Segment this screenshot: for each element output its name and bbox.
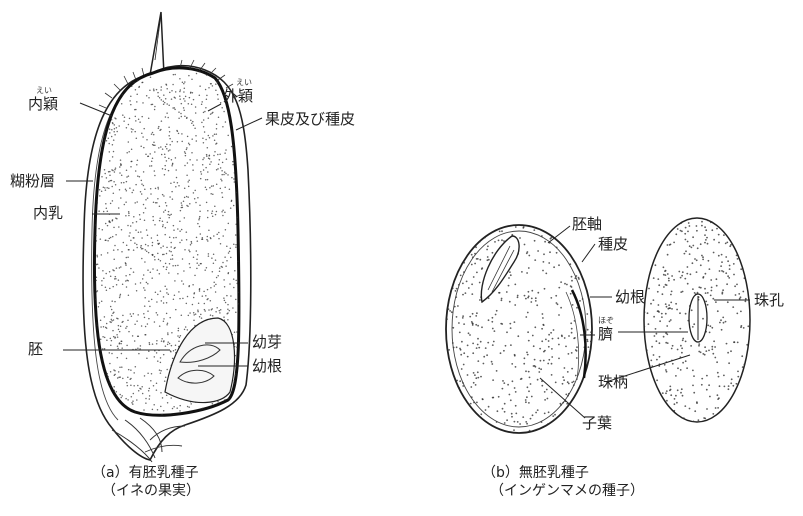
label-inner-glume: 内穎 — [28, 96, 58, 112]
label-plumule: 幼芽 — [252, 334, 282, 350]
caption-a: （a）有胚乳種子 （イネの果実） — [92, 464, 200, 500]
ruby-naiei: えい — [36, 87, 52, 95]
caption-a-line2: （イネの果実） — [92, 482, 200, 500]
label-micropyle: 珠孔 — [754, 292, 784, 308]
label-hilum: 臍 — [598, 326, 613, 342]
label-hypocotyl: 胚軸 — [572, 216, 602, 232]
label-outer-glume: 外穎 — [223, 88, 253, 104]
label-funicle: 珠柄 — [598, 374, 628, 390]
caption-b-line1: （b）無胚乳種子 — [482, 464, 644, 482]
label-endosperm: 内乳 — [33, 205, 63, 221]
label-embryo: 胚 — [28, 341, 43, 357]
label-testa: 種皮 — [598, 236, 628, 252]
caption-b: （b）無胚乳種子 （インゲンマメの種子） — [482, 464, 644, 500]
label-pericarp-seed-coat: 果皮及び種皮 — [265, 111, 355, 127]
bean-section-drawing — [446, 224, 593, 433]
ruby-gaiei: えい — [236, 79, 252, 87]
caption-b-line2: （インゲンマメの種子） — [482, 482, 644, 500]
label-radicle-b: 幼根 — [615, 289, 645, 305]
ruby-hozo: ほぞ — [598, 317, 614, 325]
label-radicle-a: 幼根 — [252, 358, 282, 374]
label-aleurone-layer: 糊粉層 — [10, 173, 55, 189]
rice-grain-drawing — [83, 12, 251, 462]
caption-a-line1: （a）有胚乳種子 — [92, 464, 200, 482]
label-cotyledon: 子葉 — [582, 415, 612, 431]
bean-surface-drawing — [643, 217, 751, 422]
